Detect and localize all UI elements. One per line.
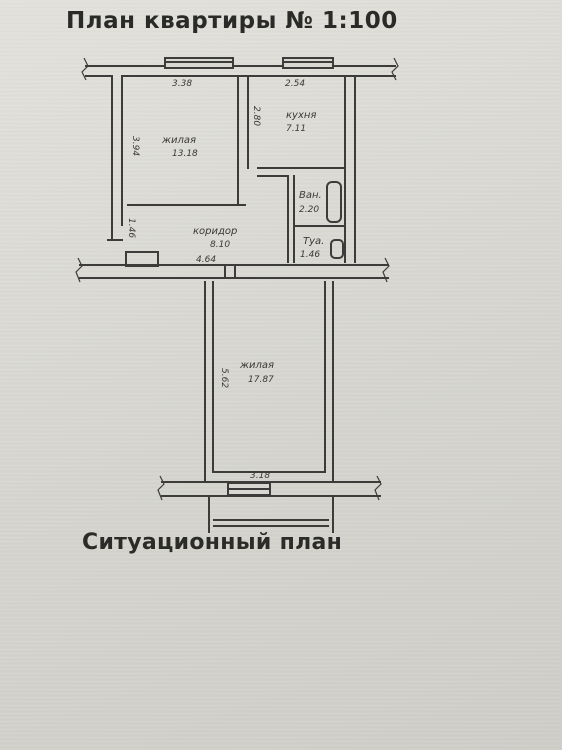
break-mark-bottom-left xyxy=(157,475,165,501)
room-name-kitchen: кухня xyxy=(286,110,316,121)
room-area-bath: 2.20 xyxy=(299,205,319,215)
room-name-corridor: коридор xyxy=(193,226,237,237)
room-name-bath: Ван. xyxy=(299,190,322,201)
dim-corridor-small: 1.46 xyxy=(126,218,136,238)
situation-plan-title: Ситуационный план xyxy=(82,530,343,555)
room-name-toilet: Туа. xyxy=(303,236,324,247)
dim-bottom-width: 3.18 xyxy=(250,471,270,481)
dim-top-left-width: 3.38 xyxy=(172,79,192,89)
break-mark-bottom-right xyxy=(374,475,382,501)
room-name-living-bottom: жилая xyxy=(239,360,274,371)
dim-kitchen-height: 2.80 xyxy=(251,106,261,126)
toilet-fixture xyxy=(330,239,344,259)
bathtub xyxy=(326,181,342,223)
corridor-niche xyxy=(125,251,159,267)
room-area-toilet: 1.46 xyxy=(300,250,320,260)
break-mark-top-right xyxy=(391,57,399,81)
dim-corridor-length: 4.64 xyxy=(196,255,216,265)
break-mark-top-left xyxy=(81,57,89,81)
room-name-living-top: жилая xyxy=(161,135,196,146)
room-area-kitchen: 7.11 xyxy=(286,124,306,134)
plan-title: План квартиры № 1:100 xyxy=(66,8,398,34)
dim-top-right-width: 2.54 xyxy=(285,79,305,89)
break-mark-middle-right xyxy=(382,257,390,283)
room-area-living-bottom: 17.87 xyxy=(248,375,274,385)
room-area-living-top: 13.18 xyxy=(172,149,198,159)
dim-bottom-height: 5.62 xyxy=(219,368,229,388)
dim-left-height: 3.94 xyxy=(130,136,140,156)
room-area-corridor: 8.10 xyxy=(210,240,230,250)
break-mark-middle-left xyxy=(75,257,83,283)
